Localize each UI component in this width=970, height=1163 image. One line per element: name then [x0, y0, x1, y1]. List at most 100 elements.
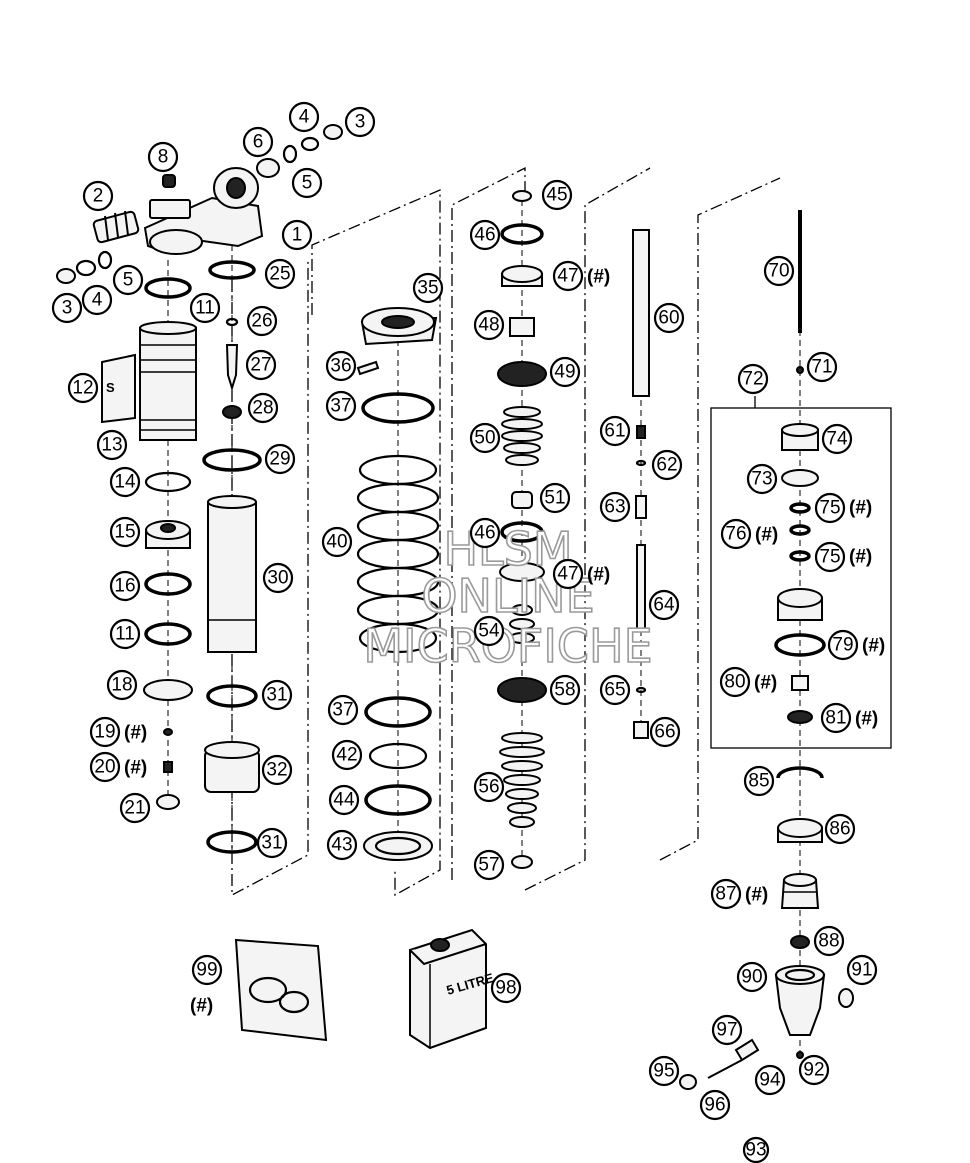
svg-text:75: 75 — [819, 547, 840, 568]
svg-text:21: 21 — [124, 798, 145, 819]
callout-3: 3 — [344, 106, 376, 138]
hash-19: (#) — [124, 723, 147, 744]
svg-text:3: 3 — [62, 298, 73, 319]
callout-37: 37 — [327, 694, 359, 726]
spring-parts — [356, 307, 440, 861]
svg-text:31: 31 — [266, 685, 287, 706]
spring-coils — [356, 454, 440, 654]
callout-16: 16 — [109, 570, 141, 602]
svg-text:73: 73 — [751, 469, 772, 490]
callout-95: 95 — [648, 1055, 680, 1087]
callout-12: 12 — [67, 372, 99, 404]
svg-text:99: 99 — [196, 960, 217, 981]
seals-11-25 — [144, 260, 256, 299]
svg-text:18: 18 — [111, 675, 132, 696]
svg-text:2: 2 — [93, 186, 104, 207]
small-hardware-3-4-5-6 — [56, 124, 343, 284]
hash-markers: (#) (#) (#) (#) (#) (#) (#) (#) (#) (#) … — [124, 267, 885, 1017]
svg-text:86: 86 — [829, 819, 850, 840]
svg-text:31: 31 — [261, 833, 282, 854]
svg-text:3: 3 — [355, 112, 366, 133]
callout-79: 79 — [827, 629, 859, 661]
svg-text:4: 4 — [299, 107, 310, 128]
svg-text:87: 87 — [715, 884, 736, 905]
svg-text:72: 72 — [742, 369, 763, 390]
callout-81: 81 — [820, 702, 852, 734]
callout-93: 93 — [742, 1136, 770, 1163]
svg-text:91: 91 — [851, 960, 872, 981]
shaft-parts — [632, 229, 650, 739]
svg-text:20: 20 — [94, 757, 115, 778]
callout-4: 4 — [81, 284, 113, 316]
hash-80: (#) — [754, 673, 777, 694]
callout-13: 13 — [96, 429, 128, 461]
svg-text:61: 61 — [604, 421, 625, 442]
hash-76: (#) — [755, 525, 778, 546]
callout-15: 15 — [109, 516, 141, 548]
svg-text:14: 14 — [114, 472, 136, 493]
callout-75: 75 — [814, 492, 846, 524]
watermark-line2: ONLINE — [421, 569, 594, 623]
svg-text:74: 74 — [826, 429, 848, 450]
svg-text:64: 64 — [653, 595, 675, 616]
callout-5: 5 — [112, 264, 144, 296]
callout-88: 88 — [813, 925, 845, 957]
callout-70: 70 — [763, 255, 795, 287]
shim-stack-56 — [499, 732, 545, 828]
hash-47: (#) — [587, 267, 610, 288]
group-outlines — [231, 166, 892, 897]
callout-36: 36 — [325, 350, 357, 382]
callout-96: 96 — [699, 1089, 731, 1121]
column1-lower-parts — [143, 471, 193, 810]
svg-text:6: 6 — [253, 132, 264, 153]
callout-5: 5 — [291, 167, 323, 199]
svg-text:57: 57 — [478, 855, 499, 876]
hash-20: (#) — [124, 758, 147, 779]
svg-text:5: 5 — [302, 173, 313, 194]
svg-text:95: 95 — [653, 1061, 674, 1082]
svg-text:47: 47 — [557, 564, 578, 585]
callout-27: 27 — [245, 349, 277, 381]
callout-51: 51 — [539, 482, 571, 514]
svg-text:15: 15 — [114, 522, 135, 543]
callout-49: 49 — [549, 356, 581, 388]
svg-text:80: 80 — [724, 672, 745, 693]
callout-20: 20 — [89, 751, 121, 783]
callout-32: 32 — [261, 754, 293, 786]
svg-text:50: 50 — [474, 428, 495, 449]
hash-99: (#) — [190, 996, 213, 1017]
svg-text:88: 88 — [818, 931, 839, 952]
callout-92: 92 — [798, 1054, 830, 1086]
svg-text:85: 85 — [748, 771, 769, 792]
callout-40: 40 — [321, 526, 353, 558]
callout-30: 30 — [262, 562, 294, 594]
callout-62: 62 — [651, 449, 683, 481]
callout-6: 6 — [242, 126, 274, 158]
callout-44: 44 — [328, 784, 360, 816]
svg-text:40: 40 — [326, 532, 347, 553]
svg-text:5: 5 — [123, 270, 134, 291]
svg-text:37: 37 — [330, 396, 351, 417]
svg-text:16: 16 — [114, 576, 135, 597]
svg-text:49: 49 — [554, 362, 575, 383]
callout-37: 37 — [325, 390, 357, 422]
callout-80: 80 — [719, 666, 751, 698]
callout-71: 71 — [806, 351, 838, 383]
svg-text:11: 11 — [115, 624, 135, 645]
svg-text:54: 54 — [478, 621, 500, 642]
callout-60: 60 — [653, 302, 685, 334]
callout-46: 46 — [469, 219, 501, 251]
callout-14: 14 — [109, 466, 141, 498]
callout-61: 61 — [599, 415, 631, 447]
adjuster-2 — [92, 199, 191, 244]
hash-47: (#) — [587, 565, 610, 586]
svg-text:44: 44 — [333, 790, 355, 811]
svg-text:35: 35 — [417, 278, 438, 299]
callout-72: 72 — [737, 363, 769, 395]
callout-54: 54 — [473, 615, 505, 647]
svg-text:47: 47 — [557, 266, 578, 287]
callout-35: 35 — [412, 272, 444, 304]
svg-text:46: 46 — [474, 523, 495, 544]
svg-text:27: 27 — [250, 355, 271, 376]
svg-text:37: 37 — [332, 700, 353, 721]
